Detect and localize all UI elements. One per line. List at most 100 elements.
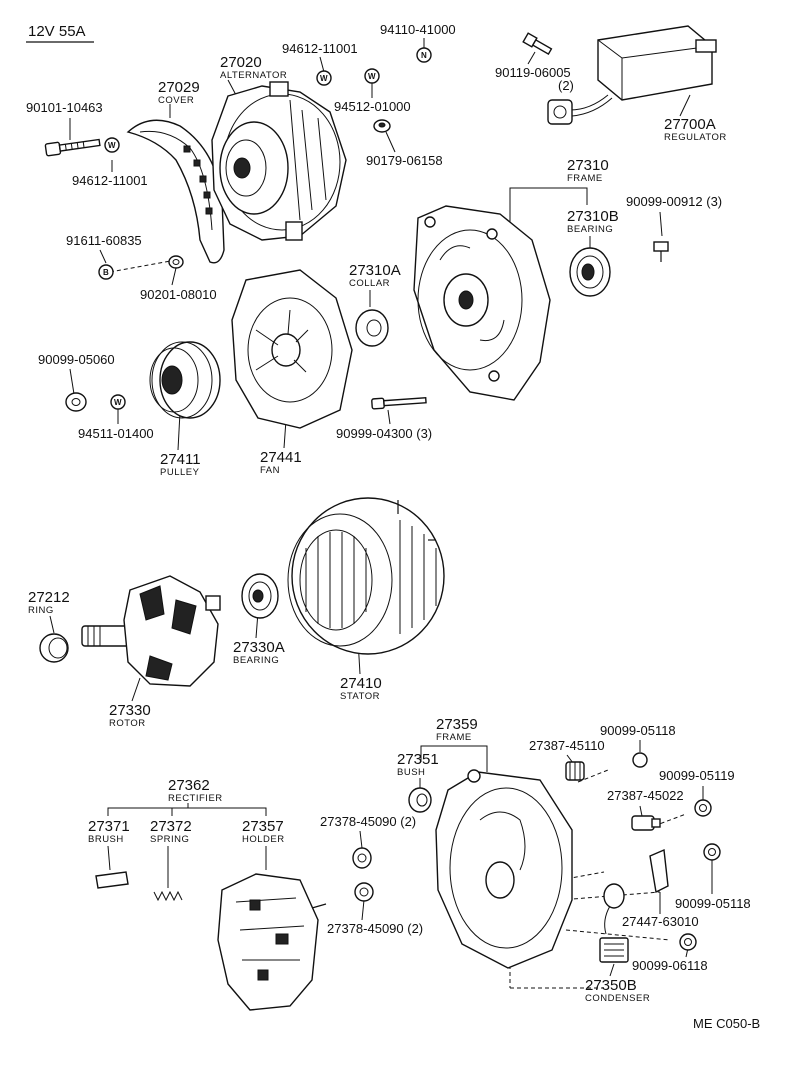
svg-text:FRAME: FRAME xyxy=(567,173,603,184)
label-27378-45090-b[interactable]: 27378-45090 (2) xyxy=(327,921,423,936)
label-90099-05060[interactable]: 90099-05060 xyxy=(38,352,115,367)
brush-icon[interactable] xyxy=(95,871,129,889)
nut-icon[interactable] xyxy=(168,255,184,269)
label-27362-rectifier[interactable]: 27362 RECTIFIER xyxy=(168,777,223,804)
svg-text:STATOR: STATOR xyxy=(340,691,380,702)
label-94110-41000[interactable]: 94110-41000 xyxy=(380,22,456,37)
label-27310b-bearing[interactable]: 27310B BEARING xyxy=(567,208,619,235)
label-94511-01400[interactable]: 94511-01400 xyxy=(78,426,154,441)
svg-text:27029: 27029 xyxy=(158,79,200,96)
cover-icon[interactable] xyxy=(126,119,225,264)
frame-icon[interactable] xyxy=(413,205,551,401)
svg-text:W: W xyxy=(108,141,116,150)
label-27357-holder[interactable]: 27357 HOLDER xyxy=(242,818,285,845)
label-94612-11001-top[interactable]: 94612-11001 xyxy=(282,41,358,56)
rotor-icon[interactable] xyxy=(81,575,221,687)
label-90099-05118-top[interactable]: 90099-05118 xyxy=(600,723,676,738)
svg-text:(2): (2) xyxy=(558,78,574,93)
label-27411-pulley[interactable]: 27411 PULLEY xyxy=(160,451,201,478)
label-27700a-regulator[interactable]: 27700A REGULATOR xyxy=(664,116,727,143)
svg-text:94512-01000: 94512-01000 xyxy=(334,99,411,114)
condenser-icon[interactable] xyxy=(599,883,629,963)
svg-text:90119-06005: 90119-06005 xyxy=(495,65,571,80)
svg-text:90999-04300 (3): 90999-04300 (3) xyxy=(336,426,432,441)
insulator-icon[interactable] xyxy=(565,761,585,781)
label-27330a-bearing[interactable]: 27330A BEARING xyxy=(233,639,285,666)
nut-icon[interactable] xyxy=(632,752,648,768)
label-27371-brush[interactable]: 27371 BRUSH xyxy=(88,818,130,845)
svg-text:RECTIFIER: RECTIFIER xyxy=(168,793,223,804)
label-90099-00912[interactable]: 90099-00912 (3) xyxy=(626,194,722,209)
label-27359-frame[interactable]: 27359 FRAME xyxy=(436,716,478,743)
insulator-icon[interactable] xyxy=(354,882,374,902)
label-27351-bush[interactable]: 27351 BUSH xyxy=(397,751,439,778)
label-27020-alternator[interactable]: 27020 ALTERNATOR xyxy=(220,54,287,81)
label-27310-frame[interactable]: 27310 FRAME xyxy=(567,157,609,184)
label-27387-45022[interactable]: 27387-45022 xyxy=(607,788,684,803)
fan-icon[interactable] xyxy=(231,269,353,429)
label-27410-stator[interactable]: 27410 STATOR xyxy=(340,675,382,702)
stator-icon[interactable] xyxy=(287,497,445,655)
label-27387-45110[interactable]: 27387-45110 xyxy=(529,738,605,753)
svg-text:90201-08010: 90201-08010 xyxy=(140,287,217,302)
svg-text:W: W xyxy=(320,74,328,83)
svg-text:BRUSH: BRUSH xyxy=(88,834,124,845)
svg-text:W: W xyxy=(368,72,376,81)
spring-icon[interactable] xyxy=(153,890,183,902)
label-94512-01000[interactable]: 94512-01000 xyxy=(334,99,411,114)
alternator-icon[interactable] xyxy=(211,81,347,241)
label-27310a-collar[interactable]: 27310A COLLAR xyxy=(349,262,401,289)
pulley-icon[interactable] xyxy=(149,341,221,419)
bolt-icon[interactable] xyxy=(371,395,427,410)
nut-icon[interactable] xyxy=(373,119,391,133)
insulator-icon[interactable] xyxy=(631,815,661,831)
bearing-icon[interactable] xyxy=(241,573,279,619)
label-94612-11001-left[interactable]: 94612-11001 xyxy=(72,173,148,188)
rectifier-bracket xyxy=(107,803,267,816)
bracket-icon[interactable] xyxy=(649,848,669,894)
label-27212-ring[interactable]: 27212 RING xyxy=(28,589,70,616)
bearing-icon[interactable] xyxy=(569,247,611,297)
label-91611-60835[interactable]: 91611-60835 xyxy=(66,233,142,248)
nut-n-icon[interactable]: N xyxy=(416,47,432,63)
label-90101-10463[interactable]: 90101-10463 xyxy=(26,100,103,115)
label-90099-06118[interactable]: 90099-06118 xyxy=(632,958,708,973)
nut-icon[interactable] xyxy=(703,843,721,861)
label-27378-45090-a[interactable]: 27378-45090 (2) xyxy=(320,814,416,829)
frame-icon[interactable] xyxy=(435,769,573,969)
svg-text:BEARING: BEARING xyxy=(567,224,613,235)
label-90099-05118-right[interactable]: 90099-05118 xyxy=(675,896,751,911)
label-27441-fan[interactable]: 27441 FAN xyxy=(260,449,302,476)
svg-text:94612-11001: 94612-11001 xyxy=(72,173,148,188)
screw-icon[interactable] xyxy=(653,241,669,262)
ring-icon[interactable] xyxy=(39,633,69,663)
washer-w-icon[interactable]: W xyxy=(364,68,380,84)
nut-icon[interactable] xyxy=(694,799,712,817)
label-90179-06158[interactable]: 90179-06158 xyxy=(366,153,443,168)
screw-icon[interactable] xyxy=(522,32,553,56)
bolt-icon[interactable] xyxy=(44,137,101,157)
collar-icon[interactable] xyxy=(355,309,389,347)
insulator-icon[interactable] xyxy=(352,847,372,869)
label-27372-spring[interactable]: 27372 SPRING xyxy=(150,818,192,845)
label-90119-06005[interactable]: 90119-06005 (2) xyxy=(495,65,574,93)
svg-text:27378-45090 (2): 27378-45090 (2) xyxy=(327,921,423,936)
svg-text:COLLAR: COLLAR xyxy=(349,278,390,289)
label-27350b-condenser[interactable]: 27350B CONDENSER xyxy=(585,977,650,1004)
bush-icon[interactable] xyxy=(408,787,432,813)
washer-w-icon[interactable]: W xyxy=(316,70,332,86)
label-27330-rotor[interactable]: 27330 ROTOR xyxy=(109,702,151,729)
washer-w-icon[interactable]: W xyxy=(110,394,126,410)
bolt-b-icon[interactable]: B xyxy=(98,264,114,280)
label-90999-04300[interactable]: 90999-04300 (3) xyxy=(336,426,432,441)
washer-w-icon[interactable]: W xyxy=(104,137,120,153)
label-90201-08010[interactable]: 90201-08010 xyxy=(140,287,217,302)
label-27447-63010[interactable]: 27447-63010 xyxy=(622,914,699,929)
rectifier-holder-icon[interactable] xyxy=(217,873,327,1011)
svg-text:HOLDER: HOLDER xyxy=(242,834,285,845)
washer-icon[interactable] xyxy=(65,392,87,412)
label-27029-cover[interactable]: 27029 COVER xyxy=(158,79,200,106)
label-90099-05119[interactable]: 90099-05119 xyxy=(659,768,735,783)
regulator-icon[interactable] xyxy=(547,25,717,125)
nut-icon[interactable] xyxy=(679,933,697,951)
